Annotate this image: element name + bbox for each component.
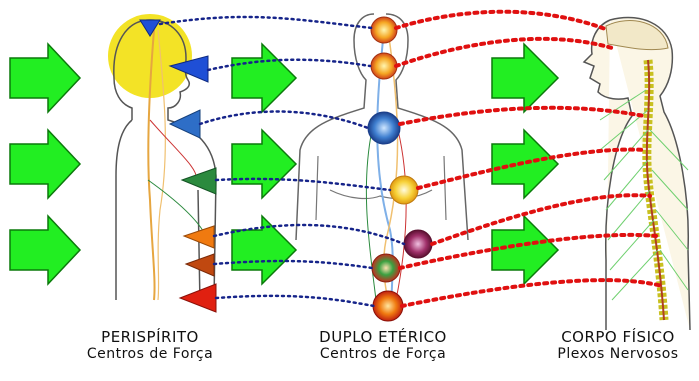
green-arrow-icon bbox=[491, 214, 560, 286]
spinal-cord bbox=[645, 59, 665, 321]
caption-title: PERISPÍRITO bbox=[101, 328, 199, 346]
nadi-line bbox=[395, 129, 407, 301]
chakra-wheel-icon bbox=[370, 52, 398, 80]
connection-line bbox=[398, 105, 646, 126]
connection-line bbox=[416, 147, 648, 190]
caption-corpo-fisico: CORPO FÍSICO Plexos Nervosos bbox=[540, 328, 696, 363]
green-arrow-icon bbox=[491, 42, 560, 114]
connection-line bbox=[398, 232, 658, 270]
corpo-fisico-figure bbox=[582, 16, 691, 331]
spinal-line bbox=[147, 179, 207, 237]
chakra-wheel-icon bbox=[371, 253, 401, 283]
chakra-cone-icon bbox=[178, 283, 217, 313]
connection-line bbox=[206, 58, 372, 72]
connection-line bbox=[400, 278, 664, 308]
connection-line bbox=[212, 223, 406, 246]
caption-title: DUPLO ETÉRICO bbox=[319, 328, 447, 346]
arrows-left-column bbox=[9, 42, 82, 286]
green-arrow-icon bbox=[231, 42, 298, 114]
chakra-wheel-icon bbox=[367, 111, 401, 145]
caption-title: CORPO FÍSICO bbox=[561, 328, 675, 346]
green-arrow-icon bbox=[9, 128, 82, 200]
connection-line bbox=[158, 15, 374, 30]
perispirito-figure bbox=[108, 14, 217, 313]
chakra-wheel-icon bbox=[403, 229, 433, 259]
green-arrow-icon bbox=[9, 214, 82, 286]
caption-subtitle: Plexos Nervosos bbox=[557, 346, 679, 362]
red-connections bbox=[394, 9, 664, 308]
halo bbox=[108, 14, 192, 98]
chakra-cone-icon bbox=[139, 19, 161, 37]
nadi-line bbox=[365, 129, 377, 301]
caption-subtitle: Centros de Força bbox=[319, 346, 447, 362]
brain bbox=[605, 20, 669, 51]
connection-line bbox=[212, 259, 374, 270]
connection-line bbox=[214, 294, 376, 308]
green-arrow-icon bbox=[231, 128, 298, 200]
connection-line bbox=[430, 193, 652, 246]
green-arrow-icon bbox=[491, 128, 560, 200]
caption-duplo-eterico: DUPLO ETÉRICO Centros de Força bbox=[298, 328, 468, 363]
arrows-middle-column bbox=[231, 42, 298, 286]
arm-line bbox=[315, 155, 447, 221]
chakra-cone-icon bbox=[180, 167, 217, 195]
connection-line bbox=[214, 177, 392, 192]
body-outline bbox=[295, 13, 469, 241]
chakra-wheel-icon bbox=[389, 175, 419, 205]
caption-subtitle: Centros de Força bbox=[86, 346, 214, 362]
nerve-lines bbox=[599, 89, 689, 301]
chakra-cone-icon bbox=[168, 109, 201, 139]
chakra-wheel-icon bbox=[372, 290, 404, 322]
green-arrow-icon bbox=[9, 42, 82, 114]
connection-line bbox=[394, 9, 610, 32]
spinal-line bbox=[157, 29, 166, 301]
nadi-line bbox=[383, 29, 399, 311]
caption-perispirito: PERISPÍRITO Centros de Força bbox=[70, 328, 230, 363]
blue-connections bbox=[158, 15, 406, 308]
arrows-right-column bbox=[491, 42, 560, 286]
connection-line bbox=[394, 36, 614, 68]
spinal-line bbox=[147, 29, 156, 301]
chakra-wheel-icon bbox=[370, 16, 398, 44]
connection-line bbox=[198, 110, 370, 130]
